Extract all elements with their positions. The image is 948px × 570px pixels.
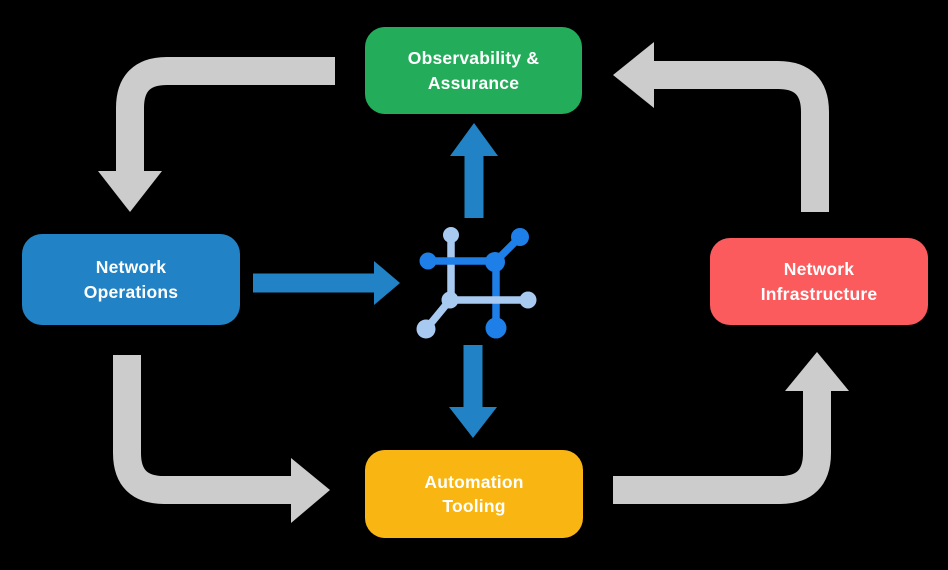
flow-arrow-platform-to-observability — [450, 123, 498, 218]
network-graph-icon — [416, 227, 537, 339]
node-observability-assurance: Observability & Assurance — [365, 27, 582, 114]
cycle-arrow-infrastructure-to-observability — [613, 42, 829, 212]
node-label: Observability & Assurance — [407, 48, 540, 93]
cycle-arrow-operations-to-tooling — [113, 355, 330, 523]
cycle-arrow-observability-to-operations — [98, 57, 335, 212]
node-label: Network Infrastructure — [760, 259, 878, 304]
node-label: Automation Tooling — [424, 471, 524, 517]
cycle-arrow-tooling-to-infrastructure — [613, 352, 849, 504]
node-network-operations: Network Operations — [22, 234, 240, 325]
flow-arrow-platform-to-tooling — [449, 345, 497, 438]
flow-arrow-operations-to-platform — [253, 261, 400, 305]
node-network-infrastructure: Network Infrastructure — [710, 238, 928, 325]
node-automation-tooling: Automation Tooling — [365, 450, 583, 538]
node-label: Network Operations — [83, 257, 179, 302]
